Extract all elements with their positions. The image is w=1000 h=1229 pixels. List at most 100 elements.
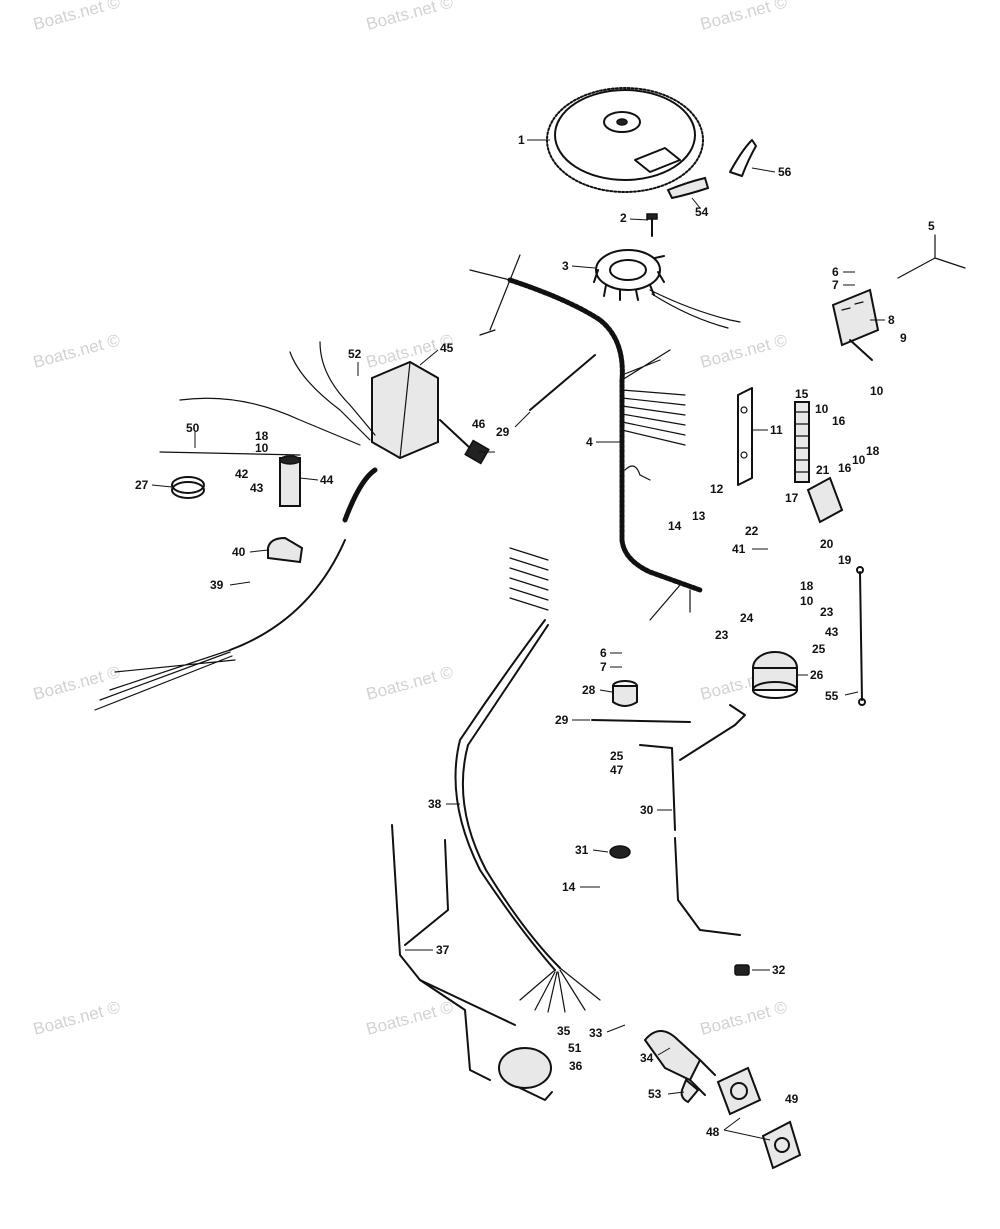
callout-39: 39 [210, 578, 251, 592]
watermark: Boats.net © [364, 997, 455, 1039]
callout-label: 7 [600, 660, 607, 674]
watermark: Boats.net © [698, 997, 789, 1039]
callout-label: 32 [772, 963, 786, 977]
callout-label: 54 [695, 205, 709, 219]
callout-17: 17 [785, 491, 799, 505]
callout-47: 47 [610, 763, 624, 777]
callout-label: 18 [255, 429, 269, 443]
callout-label: 13 [692, 509, 706, 523]
warning-horn [498, 1047, 553, 1101]
callout-6: 6 [832, 265, 855, 279]
callout-label: 30 [640, 803, 654, 817]
callout-10d: 10 [800, 594, 814, 608]
callout-label: 38 [428, 797, 442, 811]
callout-label: 21 [816, 463, 830, 477]
callout-label: 35 [557, 1024, 571, 1038]
harness-clip [609, 845, 631, 859]
callout-label: 16 [832, 414, 846, 428]
watermark: Boats.net © [31, 997, 122, 1039]
callout-label: 53 [648, 1087, 662, 1101]
callout-21: 21 [816, 463, 830, 477]
callout-label: 29 [555, 713, 569, 727]
callout-8: 8 [870, 313, 895, 327]
callout-label: 10 [870, 384, 884, 398]
callout-label: 42 [235, 467, 249, 481]
switch-box [371, 360, 439, 460]
watermark: Boats.net © [364, 0, 455, 34]
grommet [171, 476, 205, 499]
callout-34: 34 [640, 1047, 671, 1065]
callout-43b: 43 [825, 625, 839, 639]
callout-label: 17 [785, 491, 799, 505]
callout-18b: 18 [800, 579, 814, 593]
callout-14b: 14 [562, 880, 600, 894]
callout-label: 47 [610, 763, 624, 777]
callout-label: 25 [610, 749, 624, 763]
callout-5: 5 [928, 219, 935, 233]
callout-18a: 18 [866, 444, 880, 458]
callout-label: 44 [320, 473, 334, 487]
watermark: Boats.net © [698, 330, 789, 372]
callout-label: 50 [186, 421, 200, 435]
cable-tie-upper [529, 354, 596, 411]
callout-44: 44 [299, 473, 334, 487]
callout-42: 42 [235, 467, 249, 481]
callout-20: 20 [820, 537, 834, 551]
rubber-mount [612, 680, 638, 707]
callout-label: 16 [838, 461, 852, 475]
callout-label: 10 [800, 594, 814, 608]
callout-label: 7 [832, 278, 839, 292]
callout-51: 51 [568, 1041, 582, 1055]
callout-label: 37 [436, 943, 450, 957]
callout-29a: 29 [496, 411, 531, 439]
callout-53: 53 [648, 1087, 685, 1101]
callout-label: 56 [778, 165, 792, 179]
callout-23b: 23 [715, 628, 729, 642]
rectifier [831, 288, 880, 361]
callout-45: 45 [419, 341, 454, 366]
callout-29b: 29 [555, 713, 590, 727]
callout-label: 43 [825, 625, 839, 639]
callout-label: 28 [582, 683, 596, 697]
callout-36: 36 [569, 1059, 583, 1073]
callout-16b: 16 [838, 461, 852, 475]
callout-50: 50 [186, 421, 200, 448]
main-wire-harness [469, 254, 703, 621]
callout-12: 12 [710, 482, 724, 496]
callout-52: 52 [348, 347, 362, 376]
callout-label: 20 [820, 537, 834, 551]
callout-label: 41 [732, 542, 746, 556]
callout-label: 55 [825, 689, 839, 703]
flywheel-shield-part-56 [729, 139, 757, 177]
callout-label: 33 [589, 1026, 603, 1040]
callout-23a: 23 [820, 605, 834, 619]
callout-label: 2 [620, 211, 627, 225]
flywheel-key-part-54 [666, 176, 710, 200]
callout-6b: 6 [600, 646, 622, 660]
callout-7: 7 [832, 278, 855, 292]
watermark: Boats.net © [364, 662, 455, 704]
callout-25b: 25 [610, 749, 624, 763]
callout-24: 24 [740, 611, 754, 625]
watermark: Boats.net © [31, 330, 122, 372]
callout-label: 14 [562, 880, 576, 894]
stud [439, 419, 490, 465]
callout-33: 33 [589, 1024, 626, 1040]
callout-label: 9 [900, 331, 907, 345]
callout-label: 19 [838, 553, 852, 567]
callout-19: 19 [838, 553, 852, 567]
terminal-block [794, 401, 810, 483]
callout-27: 27 [135, 478, 173, 492]
callout-9: 9 [900, 331, 907, 345]
callout-41: 41 [732, 542, 768, 556]
callout-label: 3 [562, 259, 569, 273]
ignition-coil [279, 455, 301, 507]
callout-37: 37 [405, 943, 450, 957]
callout-40: 40 [232, 545, 269, 559]
callout-38: 38 [428, 797, 460, 811]
callout-15: 15 [795, 387, 809, 401]
callout-label: 43 [250, 481, 264, 495]
cable-clamp [267, 536, 304, 564]
callout-10e: 10 [255, 441, 269, 455]
